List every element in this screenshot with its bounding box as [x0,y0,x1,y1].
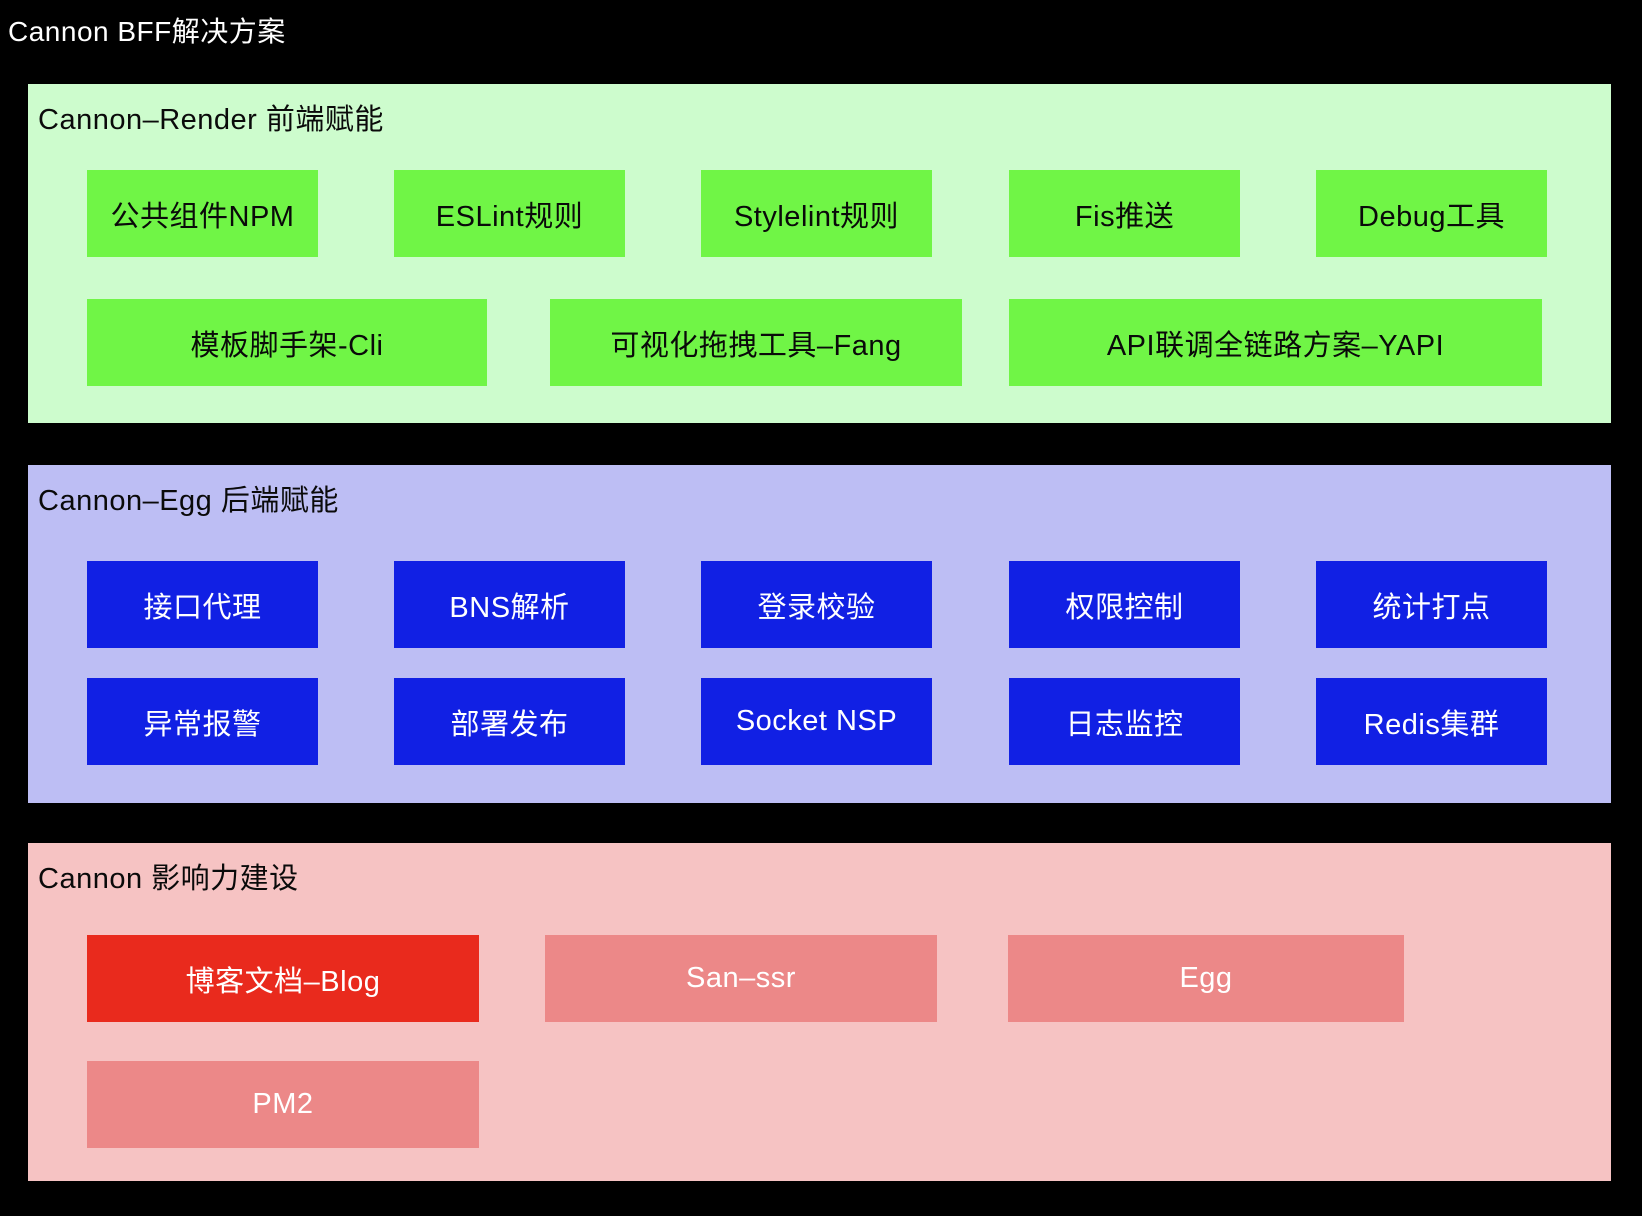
section-cannon-egg-header: Cannon–Egg 后端赋能 [38,485,339,517]
section-cannon-render-header: Cannon–Render 前端赋能 [38,104,384,136]
node-bns-resolve: BNS解析 [394,561,625,648]
section-cannon-influence-header: Cannon 影响力建设 [38,863,299,895]
node-permission-control: 权限控制 [1009,561,1240,648]
node-stylelint-rules: Stylelint规则 [701,170,932,257]
node-redis-cluster: Redis集群 [1316,678,1547,765]
node-deploy-release: 部署发布 [394,678,625,765]
node-eslint-rules: ESLint规则 [394,170,625,257]
node-exception-alert: 异常报警 [87,678,318,765]
node-socket-nsp: Socket NSP [701,678,932,765]
node-san-ssr: San–ssr [545,935,937,1022]
node-login-check: 登录校验 [701,561,932,648]
node-debug-tool: Debug工具 [1316,170,1547,257]
node-stat-tracking: 统计打点 [1316,561,1547,648]
node-api-fullchain-yapi: API联调全链路方案–YAPI [1009,299,1542,386]
node-pm2: PM2 [87,1061,479,1148]
section-cannon-egg: Cannon–Egg 后端赋能 接口代理 BNS解析 登录校验 权限控制 统计打… [28,465,1611,803]
node-fis-push: Fis推送 [1009,170,1240,257]
section-cannon-influence: Cannon 影响力建设 博客文档–Blog San–ssr Egg PM2 [28,843,1611,1181]
node-blog-docs: 博客文档–Blog [87,935,479,1022]
node-api-proxy: 接口代理 [87,561,318,648]
diagram-title: Cannon BFF解决方案 [8,16,286,47]
node-log-monitor: 日志监控 [1009,678,1240,765]
node-egg: Egg [1008,935,1404,1022]
node-visual-drag-tool-fang: 可视化拖拽工具–Fang [550,299,962,386]
section-cannon-render: Cannon–Render 前端赋能 公共组件NPM ESLint规则 Styl… [28,84,1611,423]
node-template-scaffold-cli: 模板脚手架-Cli [87,299,487,386]
node-public-components-npm: 公共组件NPM [87,170,318,257]
